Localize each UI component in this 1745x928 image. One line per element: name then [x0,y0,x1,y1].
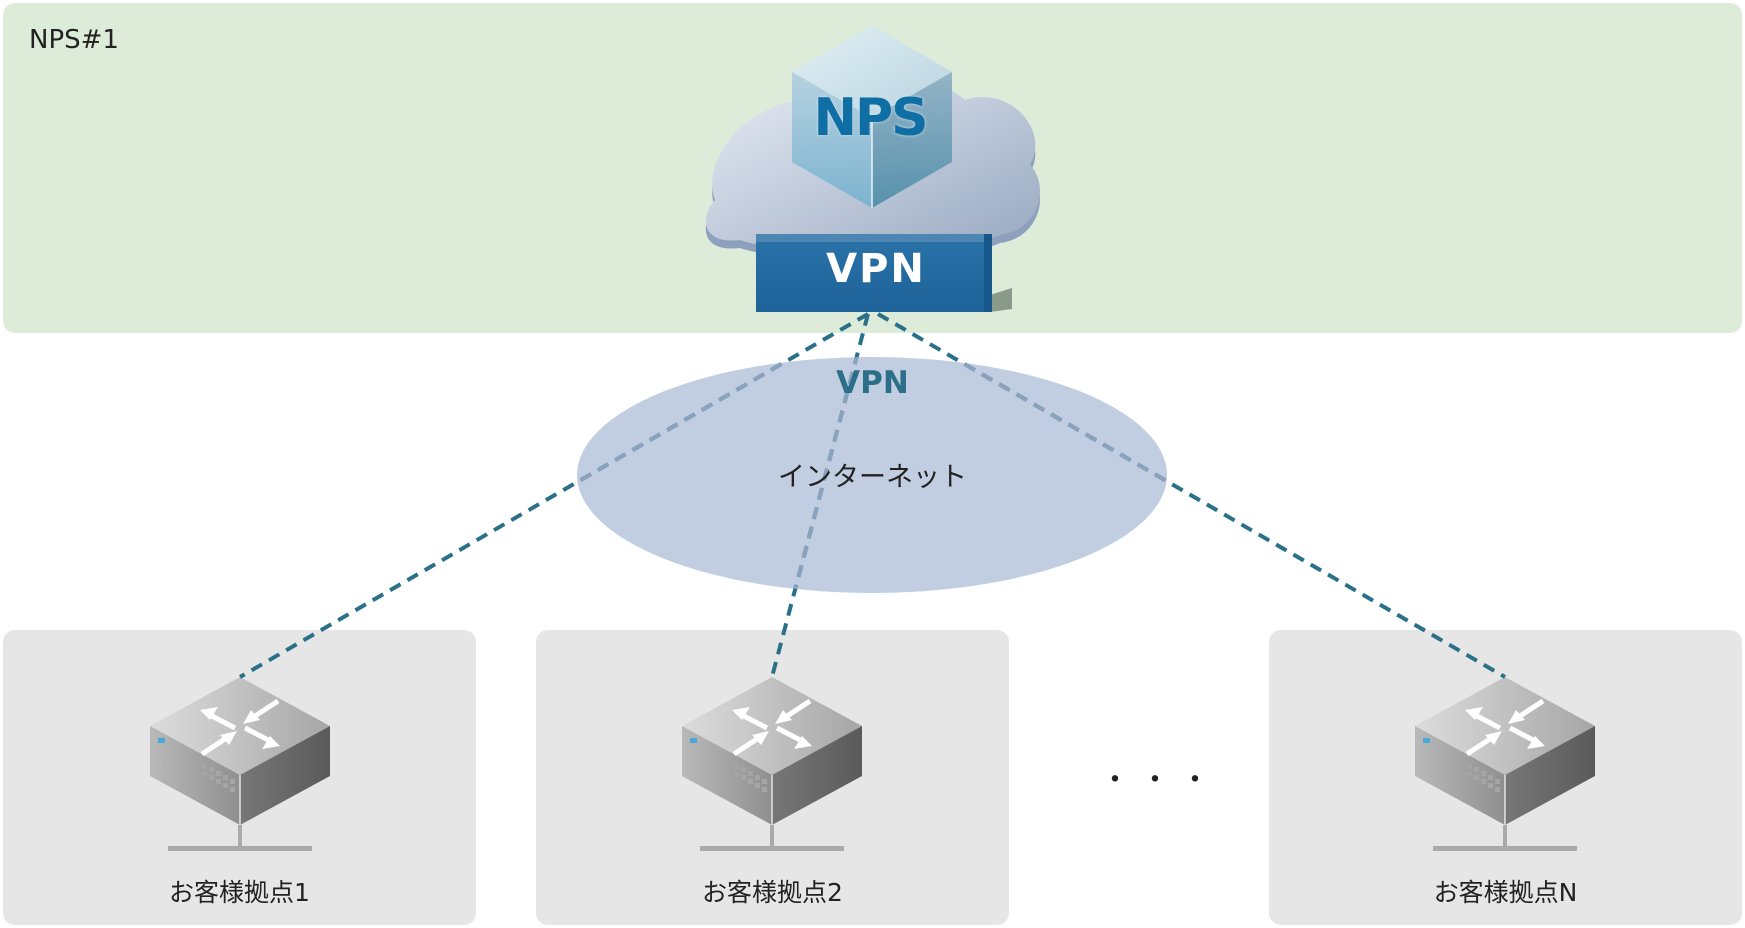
customer-site-label: お客様拠点2 [702,878,843,907]
router-site-2-icon [682,677,862,851]
customer-site-label: お客様拠点N [1433,878,1578,907]
internet-cloud [577,357,1167,593]
vpn-tunnel-label: VPN [836,365,909,401]
nps-cube-label: NPS [813,88,928,148]
more-sites-ellipsis: ・・・ [1100,763,1220,798]
vpn-gateway-label: VPN [826,246,926,292]
nps-vpn-gateway-icon [756,234,1012,312]
customer-site-label: お客様拠点1 [169,878,310,907]
nps-zone-label: NPS#1 [29,25,119,55]
internet-label: インターネット [778,462,967,493]
router-site-1-icon [150,677,330,851]
nps-cube-icon [792,25,952,208]
router-site-n-icon [1415,677,1595,851]
